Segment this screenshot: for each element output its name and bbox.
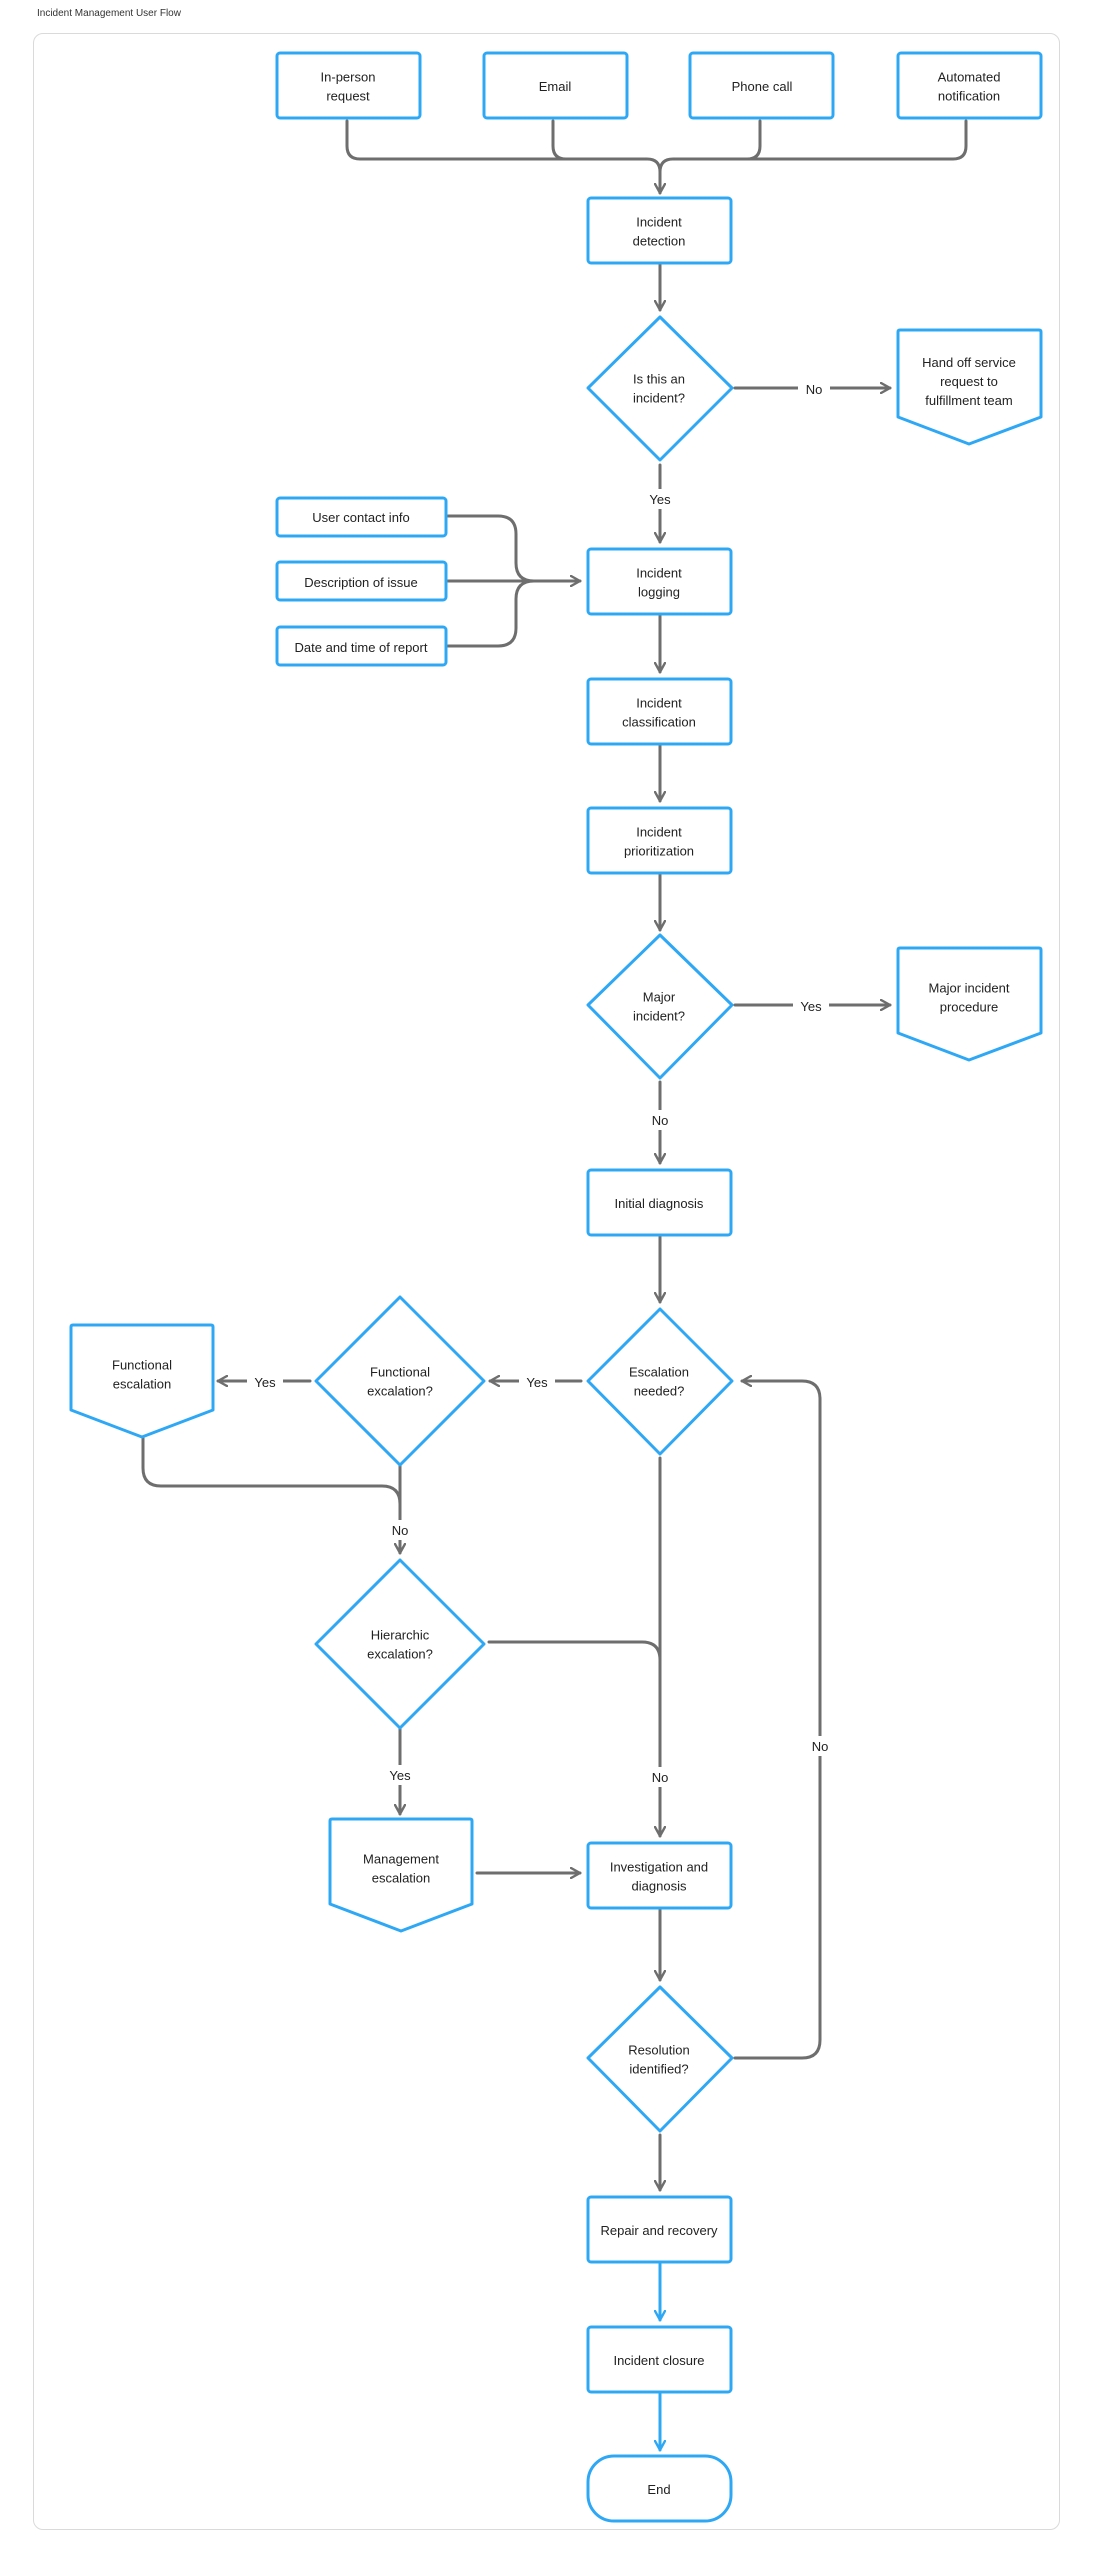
- label-no-handoff: No: [798, 378, 830, 398]
- node-end[interactable]: End: [586, 2454, 733, 2523]
- edge-phone-to-detection: [658, 119, 762, 174]
- node-label: End: [647, 2482, 670, 2497]
- node-label: Repair and recovery: [600, 2223, 718, 2238]
- label-no-major: No: [646, 1110, 674, 1130]
- edge-contact-to-logging: [446, 514, 536, 583]
- node-label: Phone call: [732, 79, 793, 94]
- svg-text:No: No: [812, 1739, 829, 1754]
- label-yes-escalation: Yes: [519, 1371, 555, 1391]
- node-description-of-issue[interactable]: Description of issue: [275, 560, 448, 602]
- label-yes-hierarchic: Yes: [383, 1765, 417, 1785]
- svg-text:No: No: [652, 1770, 669, 1785]
- node-repair-and-recovery[interactable]: Repair and recovery: [586, 2195, 733, 2264]
- edges: [141, 119, 968, 2452]
- label-yes-logging: Yes: [643, 489, 677, 509]
- node-phone-call[interactable]: Phone call: [688, 51, 835, 120]
- node-label: User contact info: [312, 510, 410, 525]
- edge-resolution-back-to-escalation: [733, 1381, 822, 2060]
- svg-text:No: No: [392, 1523, 409, 1538]
- node-email[interactable]: Email: [482, 51, 629, 120]
- node-date-time-of-report[interactable]: Date and time of report: [275, 625, 448, 667]
- node-label: Initial diagnosis: [615, 1196, 704, 1211]
- node-label: Description of issue: [304, 575, 417, 590]
- svg-text:No: No: [806, 382, 823, 397]
- svg-text:Yes: Yes: [254, 1375, 276, 1390]
- diagram-frame: [33, 33, 1060, 2530]
- label-yes-major: Yes: [793, 995, 829, 1015]
- svg-text:Yes: Yes: [800, 999, 822, 1014]
- edge-labels: No Yes Yes No Yes Yes No Yes: [247, 378, 834, 1787]
- svg-text:Yes: Yes: [526, 1375, 548, 1390]
- node-initial-diagnosis[interactable]: Initial diagnosis: [586, 1168, 733, 1237]
- edge-email-to-detection: [551, 119, 568, 161]
- node-incident-closure[interactable]: Incident closure: [586, 2325, 733, 2394]
- label-no-resolution: No: [806, 1736, 834, 1756]
- node-label: Date and time of report: [295, 640, 428, 655]
- label-no-functional: No: [386, 1520, 414, 1540]
- edge-in-person-to-detection: [345, 119, 660, 195]
- node-label: Email: [539, 79, 572, 94]
- label-yes-functional: Yes: [247, 1371, 283, 1391]
- node-label: Incident closure: [613, 2353, 704, 2368]
- label-no-hierarchic: No: [646, 1767, 674, 1787]
- edge-hierarchic-to-investigation: [487, 1640, 662, 1662]
- edge-date-to-logging: [446, 579, 536, 648]
- svg-text:No: No: [652, 1113, 669, 1128]
- svg-text:Yes: Yes: [389, 1768, 411, 1783]
- svg-text:Yes: Yes: [649, 492, 671, 507]
- page-title: Incident Management User Flow: [37, 8, 181, 19]
- edge-automated-to-detection: [745, 119, 968, 161]
- edge-functional-esc-to-hierarchic: [141, 1436, 402, 1506]
- node-user-contact-info[interactable]: User contact info: [275, 496, 448, 538]
